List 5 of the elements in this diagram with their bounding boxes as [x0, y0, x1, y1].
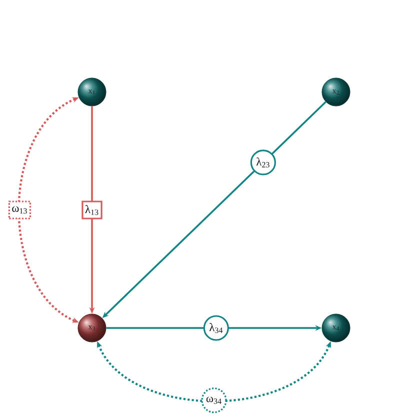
edge-label: ω$_{13}$	[8, 200, 32, 220]
edge-label: ω$_{34}$	[201, 388, 227, 414]
edge-label: λ$_{13}$	[82, 200, 102, 220]
edge-label: λ$_{34}$	[203, 315, 229, 341]
edge-label: λ$_{23}$	[250, 150, 276, 176]
